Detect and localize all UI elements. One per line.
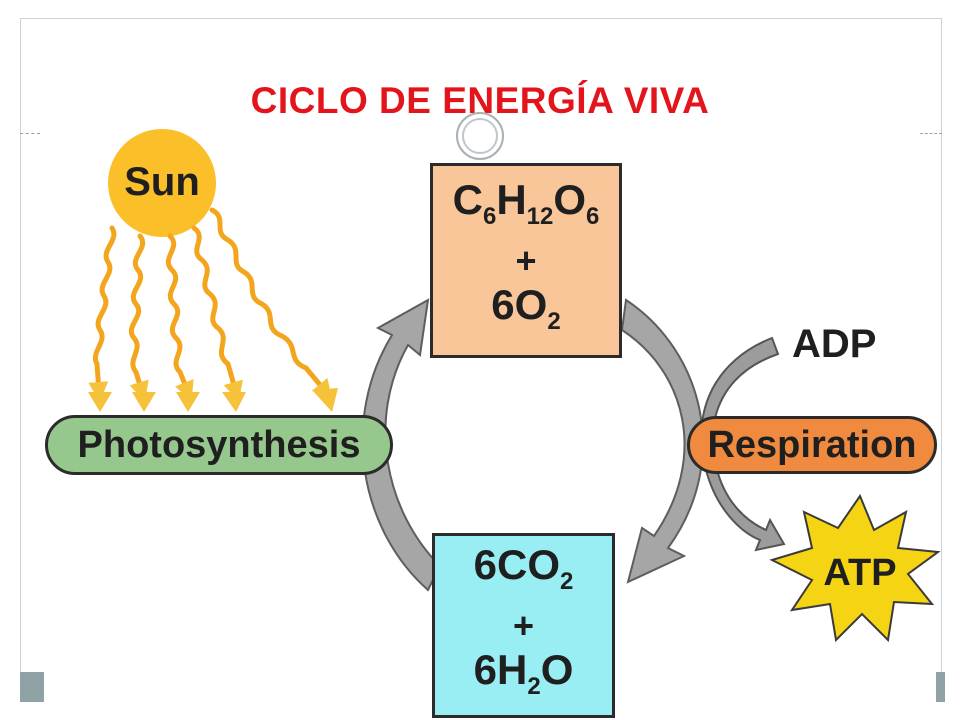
cycle-arrow-left (361, 298, 442, 592)
photosynthesis-label: Photosynthesis (45, 415, 393, 475)
divider-left (20, 133, 40, 134)
sun-ray-heads (88, 388, 338, 412)
sun-icon (108, 129, 216, 237)
sun-ray (191, 225, 243, 402)
sun-rays (88, 207, 333, 402)
slide-frame-right (941, 18, 942, 678)
adp-label: ADP (792, 322, 877, 366)
co2-formula: 6CO2 (473, 540, 574, 595)
slide-ornament-ring (456, 112, 504, 160)
footer-bar-left (20, 672, 44, 702)
slide-frame-left (20, 18, 21, 678)
plus-sign: + (512, 604, 535, 646)
sun-ray (209, 207, 333, 400)
cycle-arrow-right (620, 298, 704, 584)
co2-water-box: 6CO2 + 6H2O (432, 533, 615, 718)
oxygen-formula: 6O2 (491, 280, 561, 335)
sun-ray (165, 233, 194, 402)
water-formula: 6H2O (473, 645, 574, 700)
respiration-label: Respiration (687, 416, 937, 474)
sun-ray (129, 233, 149, 402)
slide-frame-top (20, 18, 942, 19)
adp-atp-arrow (700, 336, 786, 552)
plus-sign: + (515, 239, 537, 281)
glucose-oxygen-box: C6H12O6 + 6O2 (430, 163, 622, 358)
atp-starburst-icon (769, 493, 941, 643)
sun-ray (88, 225, 117, 402)
sun-label: Sun (124, 160, 200, 204)
glucose-formula: C6H12O6 (452, 175, 600, 230)
atp-label: ATP (823, 552, 897, 594)
footer-bar-right (936, 672, 945, 702)
divider-right (920, 133, 942, 134)
